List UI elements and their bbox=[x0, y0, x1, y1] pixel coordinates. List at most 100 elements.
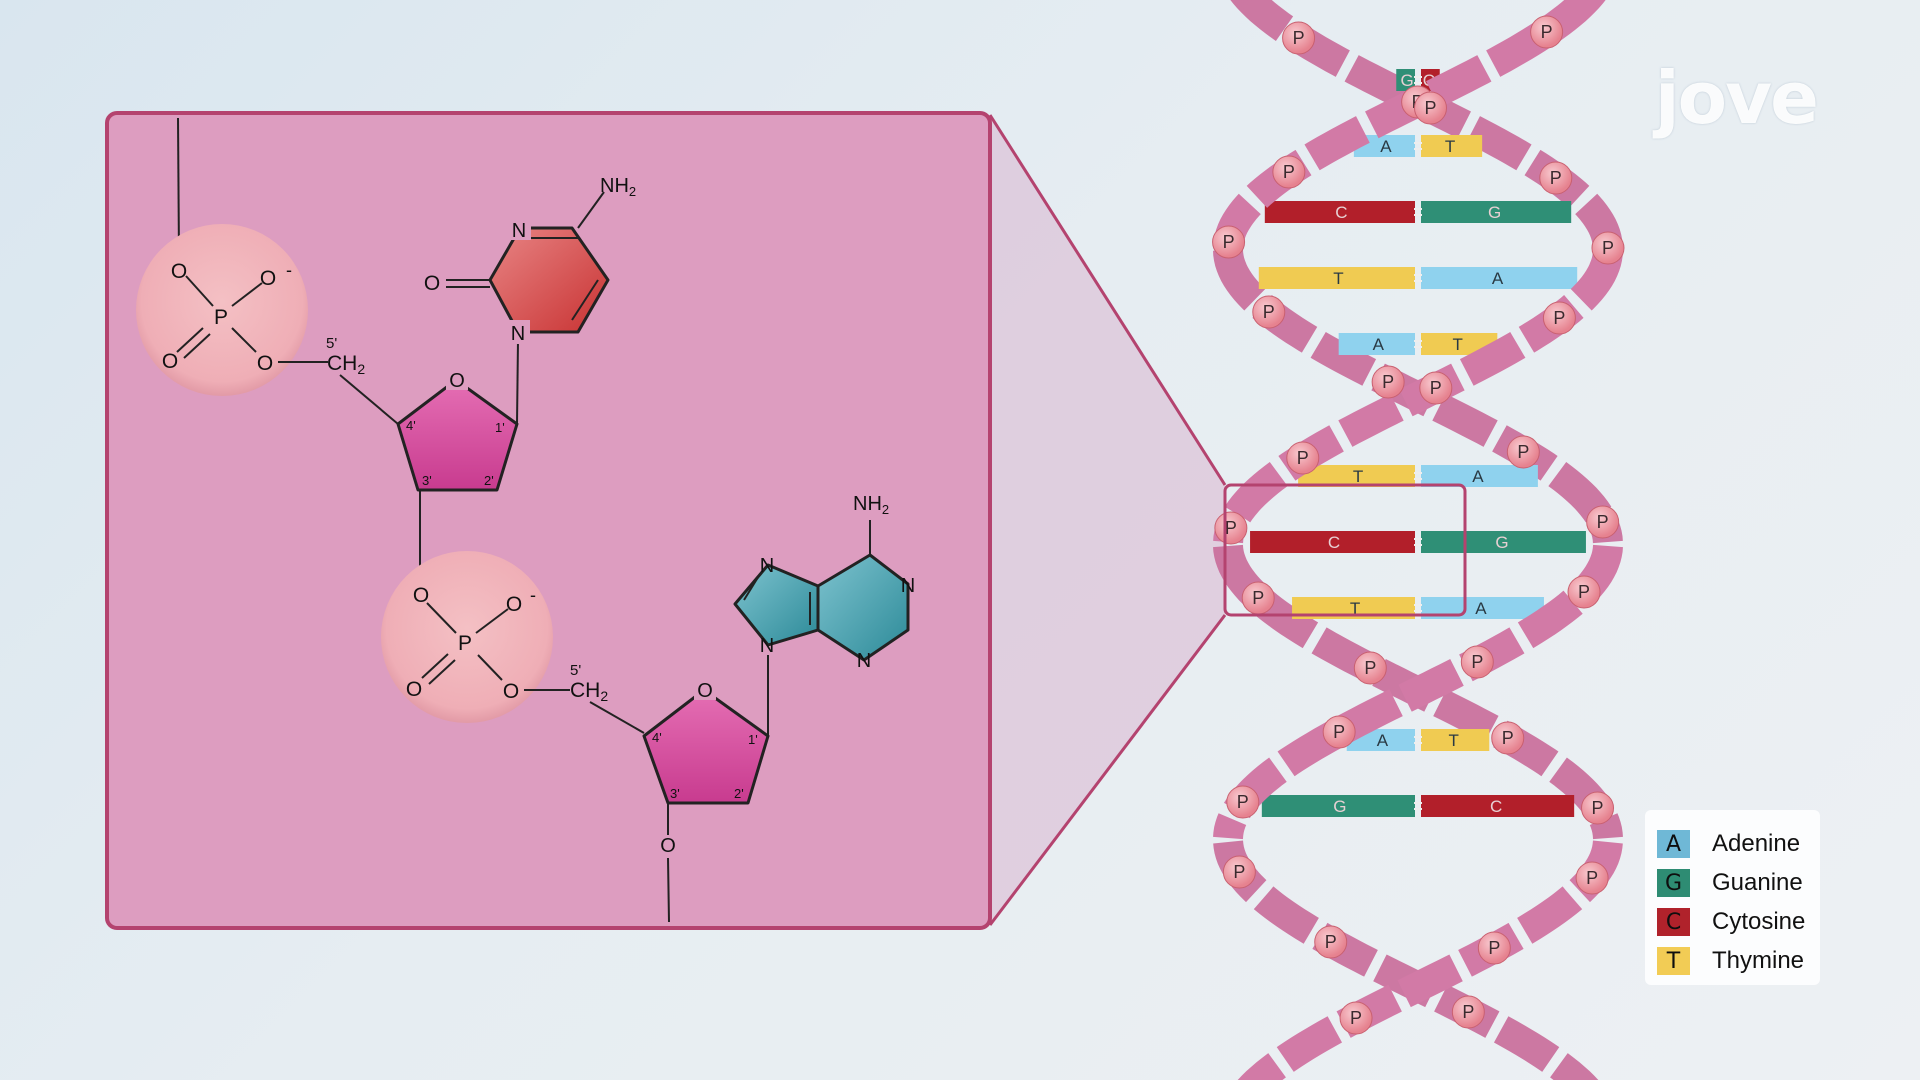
phosphate-circle bbox=[1314, 925, 1348, 959]
carbonyl-oxygen-label: O bbox=[424, 272, 440, 295]
phosphate-circle bbox=[1419, 371, 1453, 405]
base-letter: A bbox=[1373, 335, 1385, 354]
phosphate-bead: P bbox=[1542, 301, 1576, 335]
backbone-strand-front bbox=[1213, 0, 1623, 840]
nucleotide-structure: O P O - O O 5' CH2 O 4' 1' 3' 2' bbox=[136, 117, 915, 923]
base-block bbox=[1421, 729, 1490, 751]
legend-item-thymine: T Thymine bbox=[1657, 945, 1804, 977]
phosphate-circle bbox=[1226, 785, 1260, 819]
base-legend: A Adenine G Guanine C Cytosine T Thymine bbox=[1645, 810, 1820, 985]
base-block bbox=[1396, 69, 1415, 91]
phosphate-label: P bbox=[1517, 442, 1529, 462]
phosphate-label: P bbox=[1471, 652, 1483, 672]
base-letter: A bbox=[1472, 467, 1484, 486]
nitrogen-label: N bbox=[901, 575, 915, 597]
phosphate-label: P bbox=[1602, 238, 1614, 258]
ch2-label: CH2 bbox=[327, 352, 365, 377]
phosphate-label: P bbox=[1263, 302, 1275, 322]
backbone-strand-back bbox=[1213, 249, 1623, 1080]
base-letter: A bbox=[1377, 731, 1389, 750]
legend-item-guanine: G Guanine bbox=[1657, 867, 1803, 899]
phosphate-group-1: O P O - O O bbox=[136, 224, 328, 396]
phosphate-bead: P bbox=[1477, 931, 1511, 965]
phosphate-circle bbox=[1539, 161, 1573, 195]
phosphate-circle bbox=[1491, 721, 1525, 755]
phosphate-circle bbox=[1212, 225, 1246, 259]
minus-sign: - bbox=[530, 585, 536, 605]
legend-swatch: A bbox=[1657, 830, 1690, 858]
phosphate-circle bbox=[1222, 855, 1256, 889]
phosphorus-label: P bbox=[214, 306, 228, 329]
phosphate-circle bbox=[1214, 511, 1248, 545]
base-letter: T bbox=[1452, 335, 1462, 354]
phosphate-label: P bbox=[1364, 658, 1376, 678]
phosphate-bead: P bbox=[1272, 155, 1306, 189]
backbone-strand-back bbox=[1213, 0, 1623, 840]
carbon-2-label: 2' bbox=[734, 786, 744, 801]
base-letter: G bbox=[1488, 203, 1501, 222]
phosphate-bead: P bbox=[1581, 791, 1615, 825]
phosphate-circle bbox=[1542, 301, 1576, 335]
phosphate-bead: P bbox=[1460, 645, 1494, 679]
zoom-line-bottom bbox=[988, 614, 1227, 926]
phosphate-circle bbox=[1322, 715, 1356, 749]
phosphate-label: P bbox=[1462, 1002, 1474, 1022]
phosphate-label: P bbox=[1502, 728, 1514, 748]
legend-label: Guanine bbox=[1712, 869, 1803, 896]
phosphate-bead: P bbox=[1314, 925, 1348, 959]
phosphate-circle bbox=[1252, 295, 1286, 329]
phosphate-bead: P bbox=[1506, 435, 1540, 469]
phosphate-label: P bbox=[1541, 22, 1553, 42]
base-letter: G bbox=[1401, 71, 1414, 90]
phosphate-bead: P bbox=[1214, 511, 1248, 545]
base-block bbox=[1264, 201, 1415, 223]
phosphate-label: P bbox=[1237, 792, 1249, 812]
phosphate-label: P bbox=[1297, 448, 1309, 468]
legend-label: Adenine bbox=[1712, 830, 1801, 857]
oxygen-label: O bbox=[660, 835, 676, 857]
base-block bbox=[1261, 795, 1415, 817]
phosphate-circle bbox=[1575, 861, 1609, 895]
phosphate-label: P bbox=[1578, 582, 1590, 602]
phosphate-circle bbox=[1506, 435, 1540, 469]
base-block bbox=[1298, 465, 1415, 487]
phosphate-bead: P bbox=[1282, 21, 1316, 55]
oxygen-label: O bbox=[406, 678, 422, 701]
carbon-1-label: 1' bbox=[495, 420, 505, 435]
phosphate-label: P bbox=[1553, 308, 1565, 328]
jove-logo: jove bbox=[1655, 56, 1819, 140]
legend-swatch: T bbox=[1657, 947, 1690, 975]
base-block bbox=[1353, 135, 1415, 157]
phosphate-bead: P bbox=[1451, 995, 1485, 1029]
phosphate-circle bbox=[1477, 931, 1511, 965]
zoom-projection bbox=[990, 115, 1225, 925]
oxygen-label: O bbox=[257, 352, 273, 375]
phosphate-label: P bbox=[1225, 518, 1237, 538]
base-block bbox=[1421, 267, 1578, 289]
carbon-2-label: 2' bbox=[484, 473, 494, 488]
phosphate-bead: P bbox=[1575, 861, 1609, 895]
ring-oxygen-label: O bbox=[449, 370, 465, 392]
oxygen-label: O bbox=[162, 350, 178, 373]
phosphate-bead: P bbox=[1539, 161, 1573, 195]
phosphate-bead: P bbox=[1212, 225, 1246, 259]
deoxyribose-sugar-2: O 4' 1' 3' 2' bbox=[642, 678, 770, 805]
carbon-4-label: 4' bbox=[652, 730, 662, 745]
carbon-1-label: 1' bbox=[748, 732, 758, 747]
minus-sign: - bbox=[286, 260, 292, 280]
adenine-base: N N N N NH2 bbox=[733, 493, 915, 672]
base-letter: T bbox=[1353, 467, 1363, 486]
deoxyribose-sugar-1: O 4' 1' 3' 2' bbox=[396, 368, 519, 492]
phosphate-bead: P bbox=[1414, 91, 1448, 125]
nitrogen-label: N bbox=[512, 220, 526, 242]
base-block bbox=[1250, 531, 1415, 553]
ring-oxygen-label: O bbox=[697, 680, 713, 702]
phosphate-label: P bbox=[1597, 512, 1609, 532]
cytosine-base: N N O NH2 bbox=[424, 175, 636, 345]
base-block bbox=[1421, 531, 1586, 553]
oxygen-label: O bbox=[503, 680, 519, 703]
